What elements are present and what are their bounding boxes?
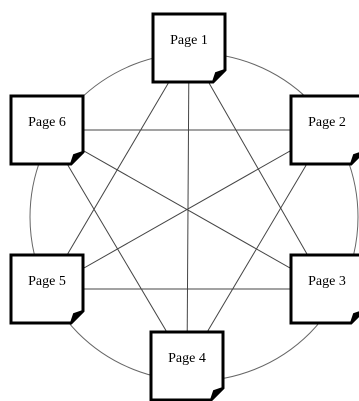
- link-p3-p6: [46, 129, 328, 290]
- page-2-document-icon: [289, 94, 359, 166]
- page-node-3[interactable]: Page 3: [289, 253, 359, 325]
- page-node-6[interactable]: Page 6: [9, 94, 85, 166]
- link-p1-p4: [186, 47, 190, 367]
- page-3-document-icon: [289, 253, 359, 325]
- page-4-fold-corner: [210, 387, 224, 401]
- page-6-document-icon: [9, 94, 85, 166]
- link-p4-p6: [46, 129, 188, 367]
- link-p2-p4: [186, 129, 328, 367]
- page-4-label: Page 4: [168, 351, 206, 366]
- page-1-document-icon: [151, 12, 227, 84]
- page-4-document-icon: [149, 330, 225, 401]
- page-5-label: Page 5: [28, 274, 66, 289]
- page-1-label: Page 1: [170, 33, 208, 48]
- page-1-fold-corner: [212, 69, 226, 83]
- page-6-label: Page 6: [28, 115, 66, 130]
- page-2-label: Page 2: [308, 115, 346, 130]
- page-node-4[interactable]: Page 4: [149, 330, 225, 401]
- page-node-2[interactable]: Page 2: [289, 94, 359, 166]
- page-node-5[interactable]: Page 5: [9, 253, 85, 325]
- page-5-fold-corner: [70, 310, 84, 324]
- page-6-fold-corner: [70, 151, 84, 165]
- link-p1-p5: [46, 47, 190, 290]
- link-p1-p3: [188, 47, 328, 290]
- nodes-layer: Page 1 Page 2 Page 3 Page 4 Page 5 Page …: [9, 12, 359, 401]
- links-layer: [46, 47, 328, 367]
- page-5-document-icon: [9, 253, 85, 325]
- page-3-label: Page 3: [308, 274, 346, 289]
- page-node-1[interactable]: Page 1: [151, 12, 227, 84]
